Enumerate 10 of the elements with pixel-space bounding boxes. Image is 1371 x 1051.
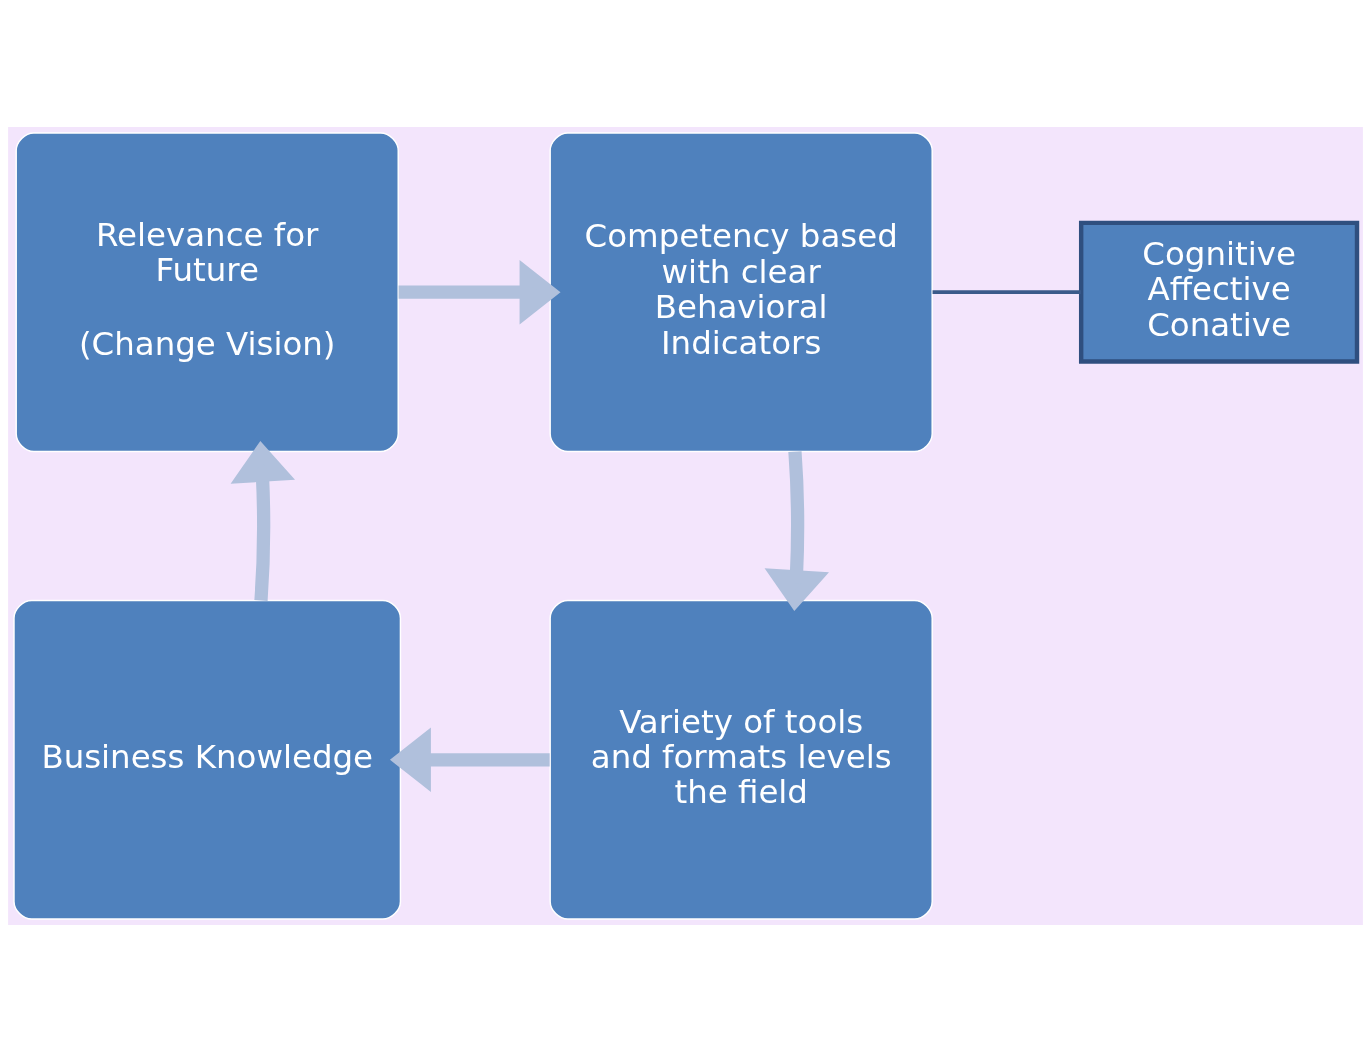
arrow: [398, 259, 561, 324]
node-box: Competency based with clear Behavioral Indicators: [549, 131, 933, 452]
arrow: [764, 450, 829, 611]
connector: [932, 289, 1081, 294]
arrow: [230, 440, 296, 601]
node-box: Business Knowledge: [13, 599, 402, 920]
arrow: [389, 727, 550, 792]
node-box: Variety of tools and formats levels the field: [549, 599, 933, 920]
node-box: Relevance for Future (Change Vision): [15, 131, 399, 452]
node-box: Cognitive Affective Conative: [1078, 220, 1360, 364]
